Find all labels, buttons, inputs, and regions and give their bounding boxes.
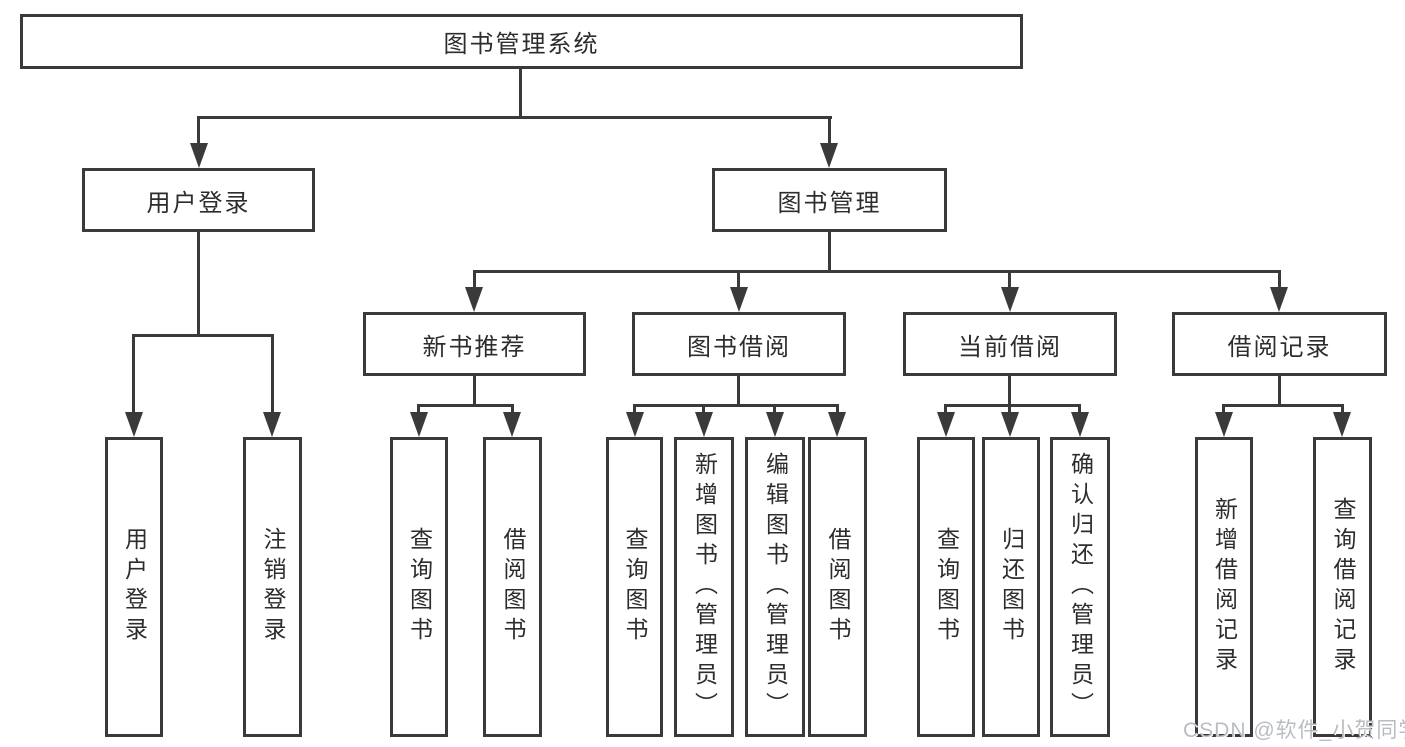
leaf-label: 新增图书（管理员）: [691, 452, 718, 722]
connector-line: [1008, 376, 1011, 407]
arrow-down: [190, 143, 208, 168]
node-borrow-records: 借阅记录: [1172, 312, 1387, 376]
connector-line: [417, 404, 514, 407]
node-new-book-recommend: 新书推荐: [363, 312, 586, 376]
connector-line: [944, 404, 1081, 407]
node-label: 图书管理: [777, 189, 882, 217]
arrow-down: [1001, 412, 1019, 437]
leaf-borrow-books-borrow: 借阅图书: [808, 437, 867, 737]
connector-line: [271, 334, 274, 415]
arrow-down: [410, 412, 428, 437]
connector-line: [828, 232, 831, 273]
connector-line: [473, 376, 476, 407]
connector-line: [828, 116, 831, 145]
node-label: 当前借阅: [958, 333, 1062, 361]
arrow-down: [1270, 287, 1288, 312]
leaf-query-borrow-record: 查询借阅记录: [1313, 437, 1372, 737]
arrow-down: [125, 412, 143, 437]
node-user-login: 用户登录: [82, 168, 315, 232]
leaf-label: 新增借阅记录: [1211, 497, 1238, 677]
connector-line: [737, 376, 740, 407]
arrow-down: [730, 287, 748, 312]
leaf-add-borrow-record: 新增借阅记录: [1195, 437, 1253, 737]
connector-line: [1008, 404, 1011, 416]
connector-line: [737, 270, 740, 290]
connector-line: [473, 270, 476, 290]
node-root-library-system: 图书管理系统: [20, 14, 1023, 69]
connector-line: [519, 69, 522, 119]
connector-line: [773, 404, 776, 416]
connector-line: [944, 404, 947, 416]
leaf-query-books-current: 查询图书: [917, 437, 975, 737]
leaf-label: 查询图书: [622, 527, 648, 647]
arrow-down: [503, 412, 521, 437]
arrow-down: [263, 412, 281, 437]
node-label: 图书借阅: [687, 333, 791, 361]
arrow-down: [820, 143, 838, 168]
arrow-down: [695, 412, 713, 437]
connector-line: [1008, 270, 1011, 290]
leaf-label: 编辑图书（管理员）: [762, 452, 789, 722]
connector-line: [511, 404, 514, 416]
leaf-label: 查询图书: [406, 527, 433, 647]
connector-line: [1078, 404, 1081, 416]
leaf-add-book-admin: 新增图书（管理员）: [674, 437, 734, 737]
leaf-label: 借阅图书: [500, 527, 526, 647]
connector-line: [197, 116, 832, 119]
leaf-return-book: 归还图书: [982, 437, 1040, 737]
connector-line: [633, 404, 636, 416]
node-label: 图书管理系统: [443, 31, 600, 58]
arrow-down: [937, 412, 955, 437]
connector-line: [132, 334, 135, 415]
leaf-query-books-recommend: 查询图书: [390, 437, 448, 737]
leaf-confirm-return-admin: 确认归还（管理员）: [1050, 437, 1110, 737]
arrow-down: [828, 412, 846, 437]
leaf-label: 查询借阅记录: [1330, 497, 1356, 677]
arrow-down: [1001, 287, 1019, 312]
connector-line: [702, 404, 705, 416]
connector-line: [1341, 404, 1344, 416]
leaf-label: 用户登录: [121, 527, 148, 647]
node-label: 借阅记录: [1227, 333, 1332, 361]
connector-line: [1278, 376, 1281, 407]
arrow-down: [1333, 412, 1351, 437]
leaf-label: 查询图书: [933, 527, 960, 647]
arrow-down: [1071, 412, 1089, 437]
connector-line: [1278, 270, 1281, 290]
connector-line: [417, 404, 420, 416]
watermark: CSDN @软件_小贺同学: [1183, 719, 1405, 742]
leaf-edit-book-admin: 编辑图书（管理员）: [745, 437, 805, 737]
leaf-label: 借阅图书: [825, 527, 851, 647]
leaf-label: 确认归还（管理员）: [1067, 452, 1094, 722]
connector-line: [836, 404, 839, 416]
arrow-down: [465, 287, 483, 312]
node-book-borrow: 图书借阅: [632, 312, 846, 376]
arrow-down: [626, 412, 644, 437]
leaf-label: 注销登录: [260, 527, 286, 647]
leaf-borrow-books-recommend: 借阅图书: [483, 437, 542, 737]
connector-line: [132, 334, 274, 337]
connector-line: [633, 404, 839, 407]
node-label: 用户登录: [146, 189, 251, 217]
connector-line: [1222, 404, 1225, 416]
arrow-down: [766, 412, 784, 437]
connector-line: [197, 116, 200, 145]
connector-line: [197, 232, 200, 337]
leaf-label: 归还图书: [998, 527, 1025, 647]
leaf-logout-login: 注销登录: [243, 437, 302, 737]
leaf-query-books-borrow: 查询图书: [606, 437, 663, 737]
node-current-borrow: 当前借阅: [903, 312, 1117, 376]
leaf-user-login: 用户登录: [105, 437, 163, 737]
arrow-down: [1215, 412, 1233, 437]
connector-line: [1222, 404, 1344, 407]
connector-line: [473, 270, 1281, 273]
node-label: 新书推荐: [422, 333, 527, 361]
node-book-management: 图书管理: [712, 168, 947, 232]
